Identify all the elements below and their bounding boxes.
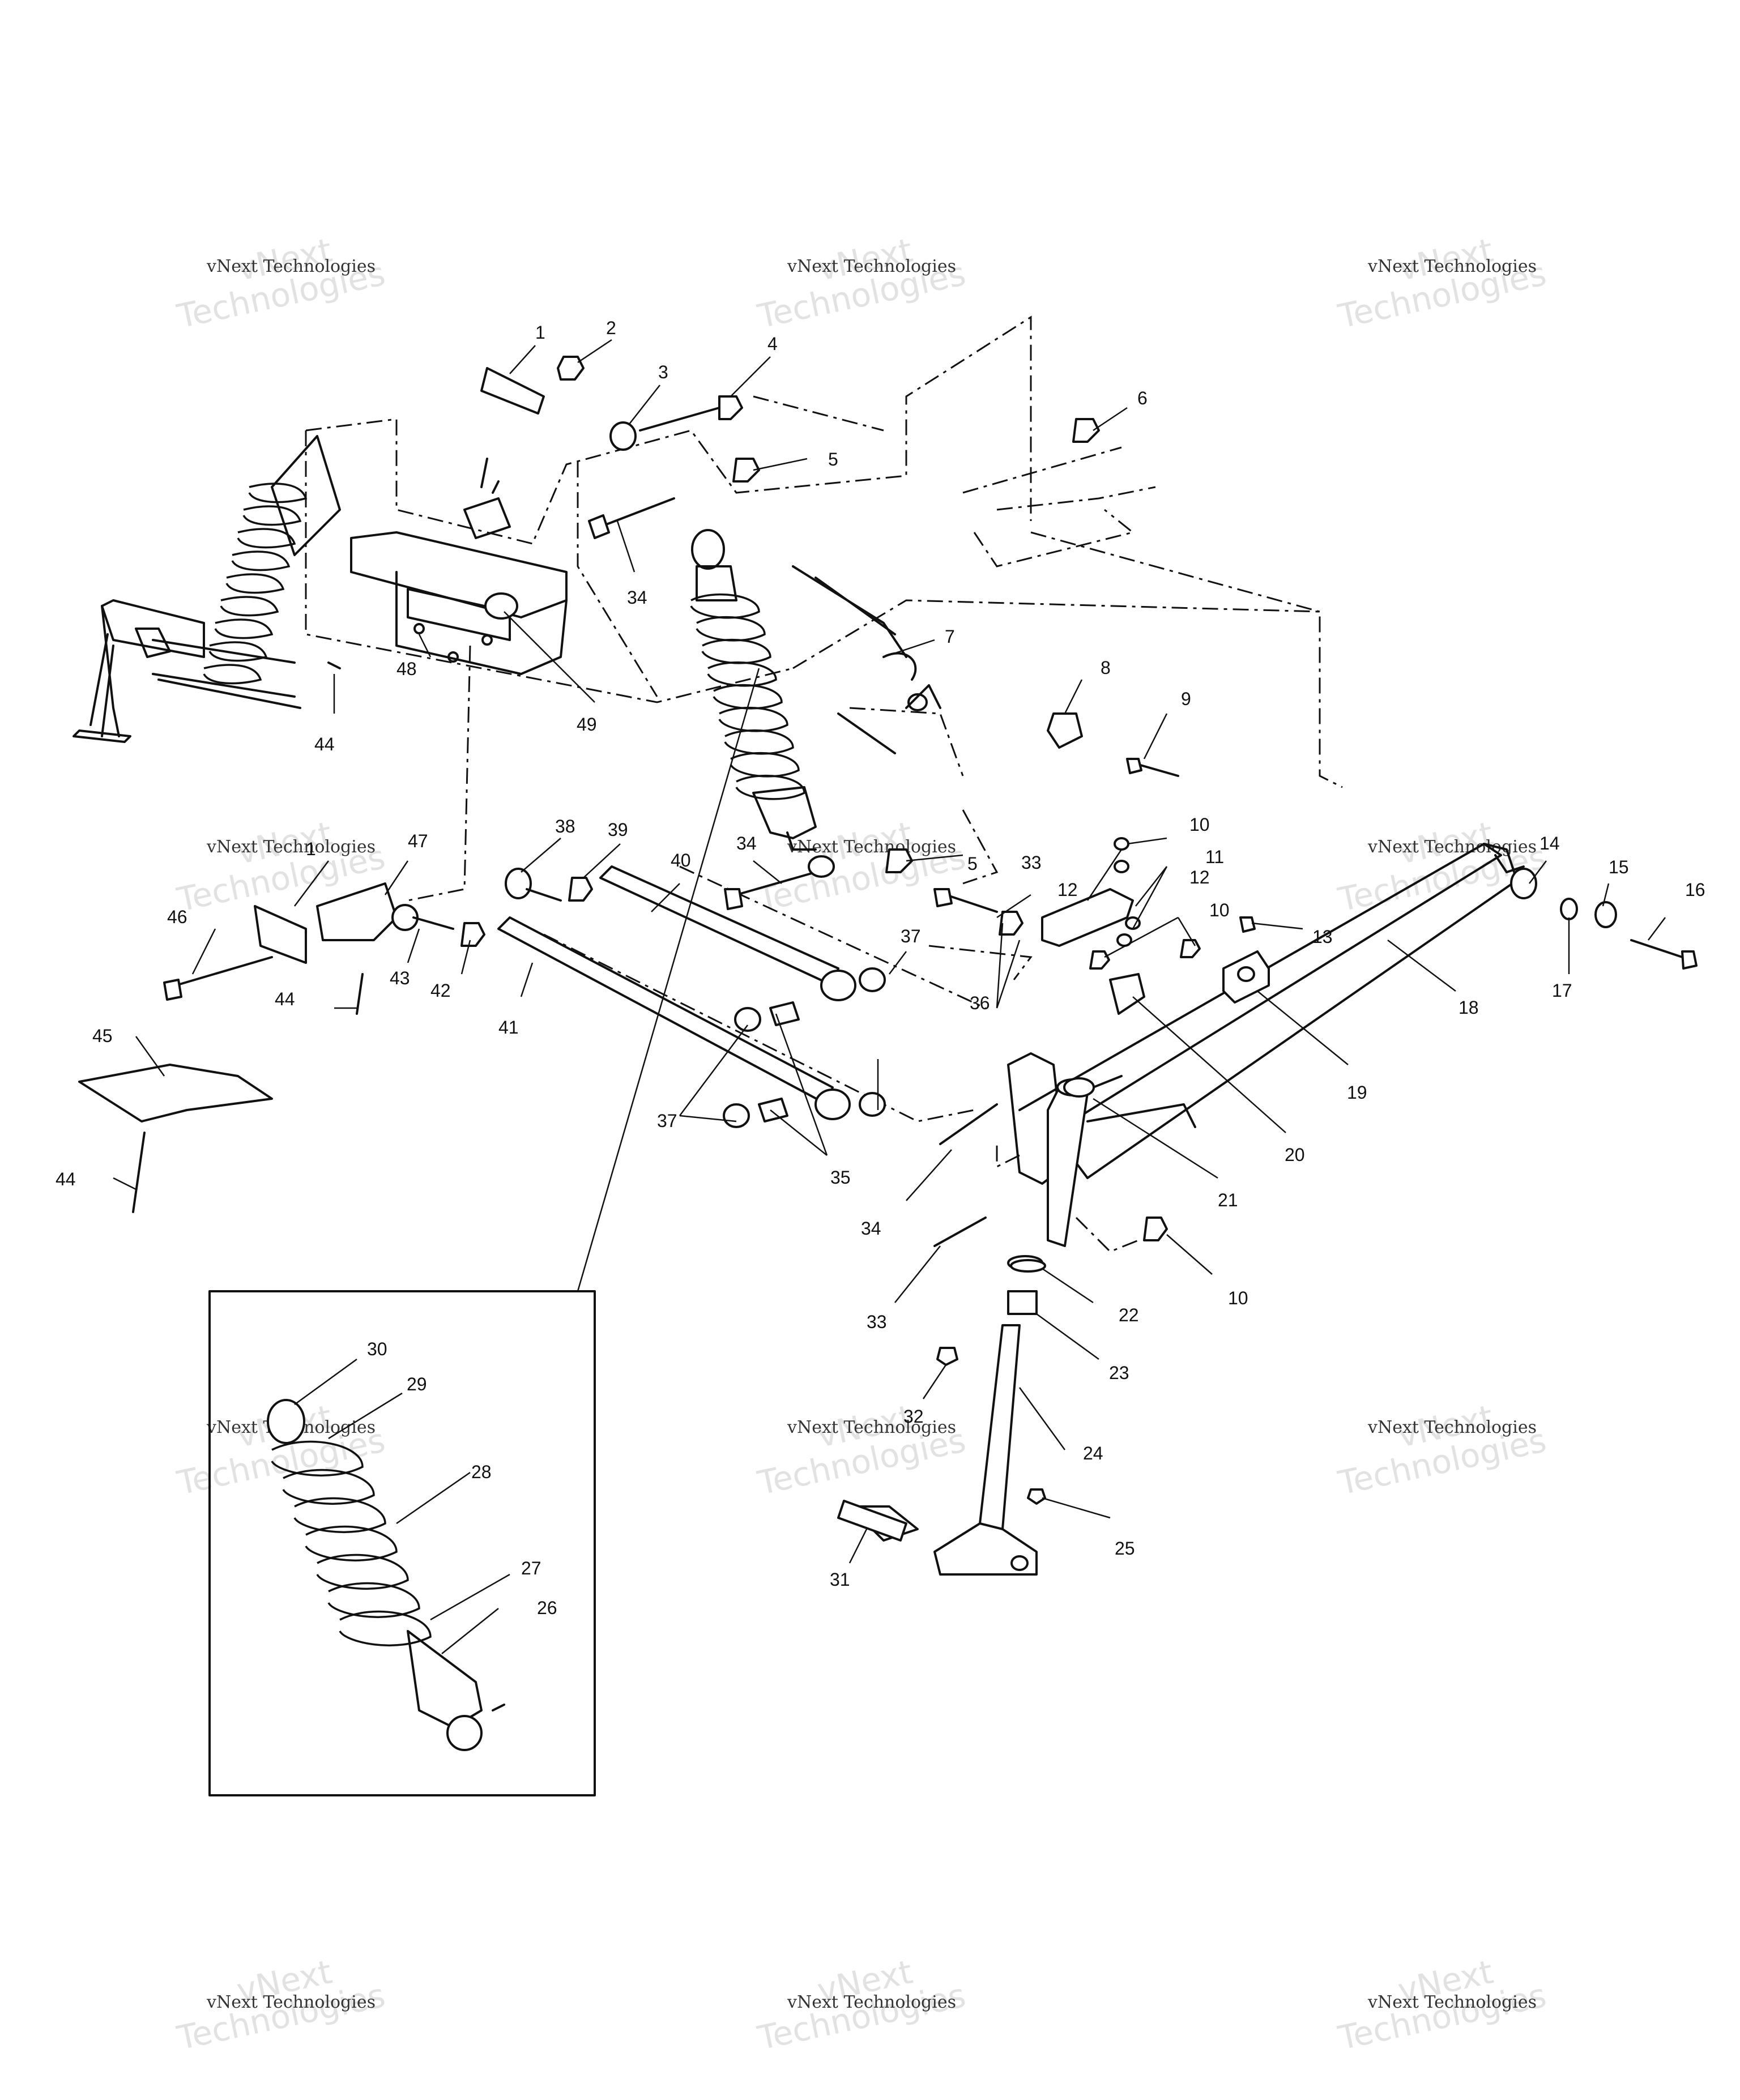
hardware: [78, 356, 1698, 1542]
inset-spring: [271, 1440, 432, 1647]
callout-31: 31: [830, 1569, 850, 1590]
callout-35: 35: [830, 1167, 851, 1188]
left-spring: [203, 483, 308, 685]
callout-26: 26: [537, 1598, 557, 1618]
callout-6: 6: [1137, 388, 1148, 408]
watermark-layer: vNext Technologies vNext Technologies vN…: [173, 231, 1550, 2058]
callout-9: 9: [1181, 689, 1191, 709]
callout-48: 48: [396, 659, 417, 679]
mount-bracket: [350, 458, 568, 675]
watermark-text: vNext Technologies: [1367, 837, 1537, 857]
callout-5: 5: [828, 449, 838, 469]
callout-16: 16: [1685, 880, 1705, 900]
callout-5-mid: 5: [967, 853, 978, 874]
callout-28: 28: [471, 1462, 492, 1482]
main-spring: [690, 593, 805, 800]
callout-20: 20: [1285, 1145, 1305, 1165]
callout-14: 14: [1539, 833, 1560, 853]
callout-29: 29: [407, 1374, 427, 1394]
callout-33-mid: 33: [1021, 852, 1042, 873]
callout-45: 45: [92, 1026, 113, 1046]
callout-11: 11: [1205, 847, 1224, 867]
watermark-text: vNext Technologies: [1367, 257, 1537, 276]
watermark-text: vNext Technologies: [787, 1418, 956, 1437]
callout-34-top: 34: [627, 587, 647, 608]
callout-34-mid: 34: [736, 833, 757, 853]
watermark-text: vNext Technologies: [787, 257, 956, 276]
watermark-text: vNext Technologies: [787, 837, 956, 857]
main-shock-absorber: [690, 529, 941, 851]
callout-32: 32: [903, 1406, 924, 1427]
callout-7: 7: [945, 626, 955, 647]
callout-15: 15: [1609, 857, 1629, 877]
callout-18: 18: [1458, 997, 1479, 1018]
callout-10-lower: 10: [1228, 1288, 1248, 1308]
watermark-text: vNext Technologies: [1367, 1418, 1537, 1437]
callout-25: 25: [1115, 1538, 1135, 1559]
callout-42: 42: [430, 980, 451, 1001]
callout-44-bottom: 44: [56, 1169, 76, 1189]
callout-4: 4: [767, 334, 778, 354]
callout-24: 24: [1083, 1443, 1103, 1463]
callout-47: 47: [408, 831, 428, 851]
callout-36: 36: [970, 993, 990, 1013]
callout-2: 2: [606, 318, 616, 338]
watermark-text: vNext Technologies: [206, 1992, 376, 2012]
callout-37-top: 37: [901, 926, 921, 946]
chassis-outline: [305, 315, 1343, 1253]
callout-44-top: 44: [314, 734, 335, 754]
watermark-text: vNext Technologies: [1367, 1992, 1537, 2012]
callout-1-lower: 1: [306, 839, 316, 859]
watermark-text: vNext Technologies: [787, 1992, 956, 2012]
inset-detail: [208, 668, 760, 1796]
callout-23: 23: [1109, 1363, 1129, 1383]
callout-13: 13: [1312, 927, 1333, 947]
callout-17: 17: [1552, 980, 1572, 1001]
callout-22: 22: [1119, 1305, 1139, 1325]
left-shock-assembly: [72, 435, 341, 743]
callout-19: 19: [1347, 1082, 1367, 1103]
callout-10-b: 10: [1209, 900, 1230, 920]
callout-1: 1: [535, 322, 545, 343]
callout-3: 3: [658, 362, 668, 382]
callout-12-b: 12: [1189, 867, 1210, 887]
callout-43: 43: [390, 968, 410, 988]
callout-27: 27: [521, 1558, 541, 1578]
callout-41: 41: [498, 1017, 519, 1038]
watermark-text: vNext Technologies: [206, 837, 376, 857]
callout-37-bottom: 37: [657, 1111, 677, 1131]
callout-39: 39: [608, 819, 628, 840]
callout-46: 46: [167, 907, 187, 927]
callout-12-a: 12: [1057, 880, 1078, 900]
callout-40: 40: [671, 850, 691, 870]
callout-8: 8: [1101, 658, 1111, 678]
callout-49: 49: [577, 714, 597, 735]
control-arms: [497, 865, 856, 1120]
leader-lines: [113, 339, 1666, 1654]
callout-labels: 1 2 3 4 5 6 34 7 8 9 48 49 44 38 39 40 3…: [56, 318, 1705, 1618]
callout-10-a: 10: [1189, 814, 1210, 835]
callout-30: 30: [367, 1339, 387, 1359]
callout-21: 21: [1218, 1190, 1238, 1210]
callout-33-lower: 33: [867, 1312, 887, 1332]
watermark-text: vNext Technologies: [206, 257, 376, 276]
callout-34-lower: 34: [861, 1218, 881, 1239]
callout-38: 38: [555, 816, 575, 836]
callout-44-mid: 44: [275, 989, 295, 1009]
